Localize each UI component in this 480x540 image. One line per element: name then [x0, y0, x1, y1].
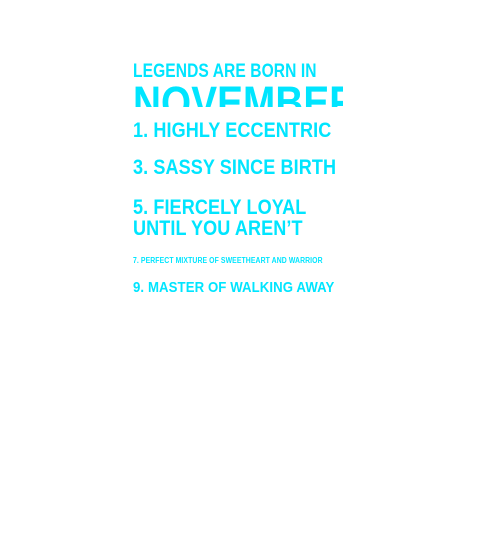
headline: LEGENDS ARE BORN IN: [133, 61, 317, 82]
trait-1: 1. HIGHLY ECCENTRIC: [133, 119, 332, 142]
month-title: NOVEMBER: [133, 85, 343, 107]
month-clip: NOVEMBER: [133, 85, 343, 107]
trait-5-line-2: UNTIL YOU AREN’T: [133, 217, 303, 240]
trait-7: 7. PERFECT MIXTURE OF SWEETHEART AND WAR…: [133, 256, 323, 265]
shirt-design: LEGENDS ARE BORN IN NOVEMBER 1. HIGHLY E…: [133, 62, 343, 295]
trait-9: 9. MASTER OF WALKING AWAY: [133, 279, 335, 296]
trait-5-line-1: 5. FIERCELY LOYAL: [133, 196, 307, 219]
trait-3: 3. SASSY SINCE BIRTH: [133, 156, 337, 179]
